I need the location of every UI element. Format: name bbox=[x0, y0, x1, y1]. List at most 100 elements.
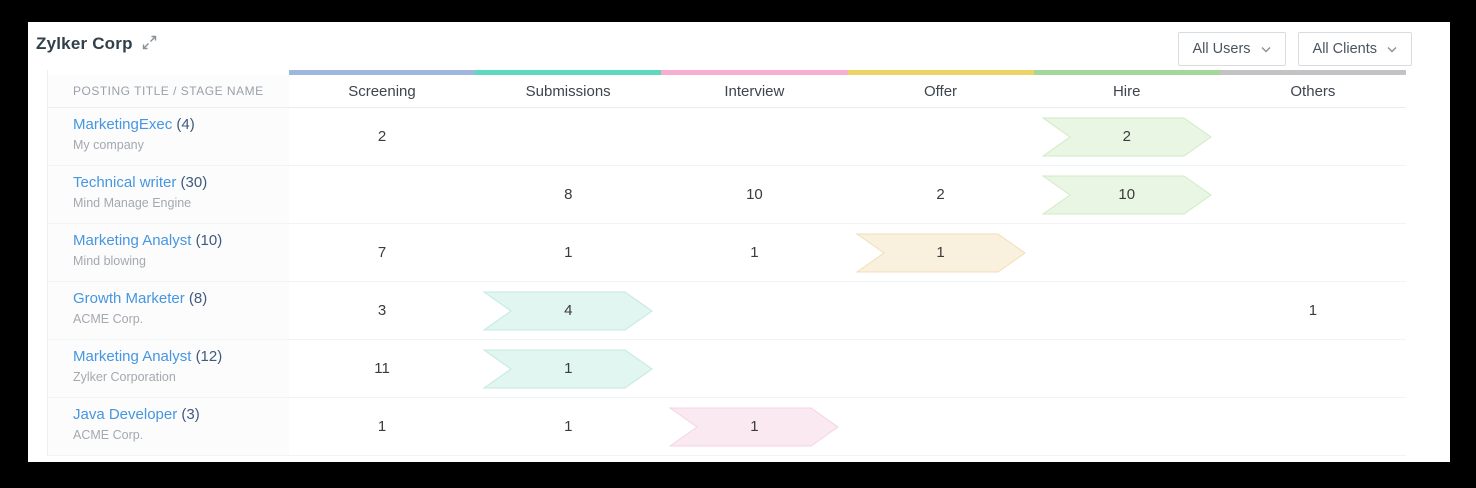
posting-cell: Java Developer (3)ACME Corp. bbox=[48, 398, 289, 455]
current-stage-arrow-hire[interactable]: 2 bbox=[1041, 117, 1212, 157]
client-name: My company bbox=[73, 138, 144, 152]
stage-cell-submissions: 1 bbox=[475, 340, 661, 397]
stage-cell-offer bbox=[848, 282, 1034, 339]
stage-cell-hire bbox=[1034, 282, 1220, 339]
posting-cell: Marketing Analyst (12) Zylker Corporation bbox=[48, 340, 289, 397]
posting-title-link[interactable]: Java Developer (3) bbox=[73, 406, 200, 423]
posting-title-link[interactable]: Technical writer (30) bbox=[73, 174, 208, 191]
stage-count-value-screening[interactable]: 2 bbox=[377, 128, 387, 145]
posting-title-link[interactable]: MarketingExec (4) bbox=[73, 116, 195, 133]
stage-column-header-screening: Screening bbox=[348, 82, 416, 100]
candidate-count: (12) bbox=[195, 348, 223, 365]
stage-cell-submissions bbox=[475, 108, 661, 165]
stage-cell-offer bbox=[848, 398, 1034, 455]
posting-cell: Technical writer (30) Mind Manage Engine bbox=[48, 166, 289, 223]
expand-diagonal-icon[interactable] bbox=[142, 35, 157, 55]
stage-bar-screening bbox=[289, 70, 476, 75]
stage-cell-offer bbox=[848, 108, 1034, 165]
stage-count-value: 10 bbox=[1118, 186, 1136, 203]
current-stage-arrow-submissions[interactable]: 4 bbox=[483, 291, 654, 331]
stage-cell-others bbox=[1220, 166, 1406, 223]
stage-cell-others bbox=[1220, 398, 1406, 455]
header: Zylker Corp bbox=[36, 33, 157, 55]
users-filter-label: All Users bbox=[1192, 41, 1251, 57]
stage-cell-screening bbox=[289, 166, 475, 223]
stage-color-bar bbox=[289, 70, 1407, 75]
posting-title-link[interactable]: Marketing Analyst (10) bbox=[73, 232, 223, 249]
stage-count-value-screening[interactable]: 1 bbox=[377, 418, 387, 435]
stage-count-value-screening[interactable]: 3 bbox=[377, 302, 387, 319]
stage-cell-interview bbox=[661, 108, 847, 165]
stage-cell-interview bbox=[661, 282, 847, 339]
candidate-count: (8) bbox=[188, 290, 208, 307]
stage-cell-offer bbox=[848, 340, 1034, 397]
posting-title-column-header: POSTING TITLE / STAGE NAME bbox=[48, 75, 289, 107]
table-row: Marketing Analyst (12) Zylker Corporation… bbox=[48, 340, 1406, 398]
table-header-row: POSTING TITLE / STAGE NAME Screening Subm… bbox=[48, 75, 1406, 108]
stage-cell-interview bbox=[661, 340, 847, 397]
posting-cell: Marketing Analyst (10) Mind blowing bbox=[48, 224, 289, 281]
stage-cell-interview: 1 bbox=[661, 398, 847, 455]
stage-cell-hire bbox=[1034, 398, 1220, 455]
stage-count-value: 1 bbox=[936, 244, 945, 261]
stage-cell-others bbox=[1220, 108, 1406, 165]
stage-column-header-hire: Hire bbox=[1112, 82, 1141, 100]
current-stage-arrow-offer[interactable]: 1 bbox=[855, 233, 1026, 273]
current-stage-arrow-interview[interactable]: 1 bbox=[669, 407, 840, 447]
stage-column-header-offer: Offer bbox=[923, 82, 958, 100]
stage-cell-offer: 1 bbox=[848, 224, 1034, 281]
posting-cell: MarketingExec (4) My company bbox=[48, 108, 289, 165]
stage-count-value: 2 bbox=[1122, 128, 1131, 145]
stage-count-value-others[interactable]: 1 bbox=[1308, 302, 1318, 319]
stage-count-value-screening[interactable]: 7 bbox=[377, 244, 387, 261]
client-name: Zylker Corporation bbox=[73, 370, 176, 384]
stage-count-value: 1 bbox=[750, 418, 759, 435]
stage-column-header-others: Others bbox=[1290, 82, 1336, 100]
stage-headers: Screening Submissions Interview Offer Hire Ot… bbox=[289, 83, 1406, 100]
stage-cell-hire: 10 bbox=[1034, 166, 1220, 223]
stage-cell-hire bbox=[1034, 340, 1220, 397]
stage-count-value-submissions[interactable]: 1 bbox=[564, 244, 573, 261]
stage-count-value-interview[interactable]: 1 bbox=[750, 244, 759, 261]
page-title: Zylker Corp bbox=[36, 34, 133, 53]
filter-bar: All Users All Clients bbox=[1177, 32, 1412, 66]
users-filter-dropdown[interactable]: All Users bbox=[1177, 32, 1286, 66]
posting-title-link[interactable]: Marketing Analyst (12) bbox=[73, 348, 223, 365]
stage-bar-hire bbox=[1033, 70, 1220, 75]
candidate-count: (10) bbox=[195, 232, 223, 249]
clients-filter-label: All Clients bbox=[1312, 41, 1377, 57]
posting-title-link[interactable]: Growth Marketer (8) bbox=[73, 290, 208, 307]
chevron-down-icon bbox=[1261, 41, 1271, 57]
stage-bar-interview bbox=[661, 70, 848, 75]
chevron-down-icon bbox=[1387, 41, 1397, 57]
current-stage-arrow-hire[interactable]: 10 bbox=[1041, 175, 1212, 215]
table-row: Technical writer (30) Mind Manage Engine 8… bbox=[48, 166, 1406, 224]
candidate-count: (30) bbox=[180, 174, 208, 191]
table-row: Java Developer (3)ACME Corp. 1 1 1 bbox=[48, 398, 1406, 456]
table-row: Marketing Analyst (10) Mind blowing 7 1 1 1 bbox=[48, 224, 1406, 282]
stage-count-value-submissions[interactable]: 8 bbox=[564, 186, 573, 203]
table-row: MarketingExec (4) My company 2 2 bbox=[48, 108, 1406, 166]
stage-column-header-submissions: Submissions bbox=[525, 82, 611, 100]
client-name: Mind Manage Engine bbox=[73, 196, 192, 210]
current-stage-arrow-submissions[interactable]: 1 bbox=[483, 349, 654, 389]
candidate-count: (3) bbox=[181, 406, 200, 423]
stage-count-value-offer[interactable]: 2 bbox=[936, 186, 945, 203]
stage-cell-others bbox=[1220, 340, 1406, 397]
stage-cell-submissions: 4 bbox=[475, 282, 661, 339]
client-name: ACME Corp. bbox=[73, 312, 144, 326]
pipeline-panel: Zylker Corp All Users All Clients POSTIN… bbox=[28, 22, 1450, 462]
stage-bar-offer bbox=[847, 70, 1034, 75]
stage-column-header-interview: Interview bbox=[724, 82, 785, 100]
candidate-count: (4) bbox=[176, 116, 195, 133]
stage-count-value-submissions[interactable]: 1 bbox=[564, 418, 573, 435]
stage-bar-submissions bbox=[475, 70, 662, 75]
stage-count-value-screening[interactable]: 11 bbox=[374, 360, 390, 377]
stage-cell-others bbox=[1220, 224, 1406, 281]
stage-cell-hire: 2 bbox=[1034, 108, 1220, 165]
stage-count-value-interview[interactable]: 10 bbox=[746, 186, 763, 203]
client-name: Mind blowing bbox=[73, 254, 146, 268]
clients-filter-dropdown[interactable]: All Clients bbox=[1297, 32, 1412, 66]
